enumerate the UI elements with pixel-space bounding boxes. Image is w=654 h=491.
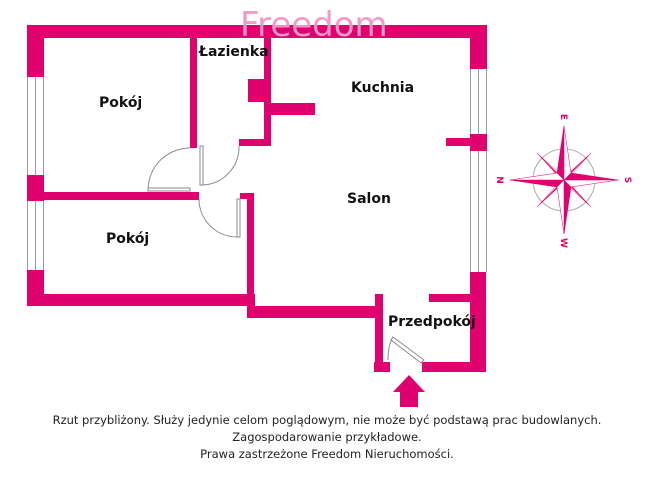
room-label-salon: Salon bbox=[347, 191, 391, 207]
disclaimer-line-2: Zagospodarowanie przykładowe. bbox=[232, 430, 422, 444]
compass-rose-icon: E S W N bbox=[494, 114, 632, 248]
watermark-text: Freedom bbox=[240, 5, 388, 45]
doors bbox=[147, 145, 425, 364]
room-label-pokoj-1: Pokój bbox=[99, 95, 142, 111]
room-label-lazienka: Łazienka bbox=[198, 44, 269, 60]
windows bbox=[27, 69, 487, 272]
walls bbox=[27, 25, 487, 372]
compass-west: W bbox=[558, 238, 568, 248]
compass-north: N bbox=[494, 176, 504, 184]
compass-south: S bbox=[622, 177, 632, 183]
room-label-pokoj-2: Pokój bbox=[106, 231, 149, 247]
disclaimer: Rzut przybliżony. Służy jedynie celom po… bbox=[0, 412, 654, 463]
room-label-kuchnia: Kuchnia bbox=[351, 80, 414, 96]
floor-plan: Freedom Pokój Łazienka Kuchnia Salon Po bbox=[27, 5, 632, 407]
disclaimer-line-1: Rzut przybliżony. Służy jedynie celom po… bbox=[52, 413, 602, 427]
compass-east: E bbox=[558, 114, 568, 120]
entrance-arrow-icon bbox=[393, 375, 425, 407]
room-label-przedpokoj: Przedpokój bbox=[388, 314, 476, 330]
disclaimer-line-3: Prawa zastrzeżone Freedom Nieruchomości. bbox=[200, 447, 454, 461]
